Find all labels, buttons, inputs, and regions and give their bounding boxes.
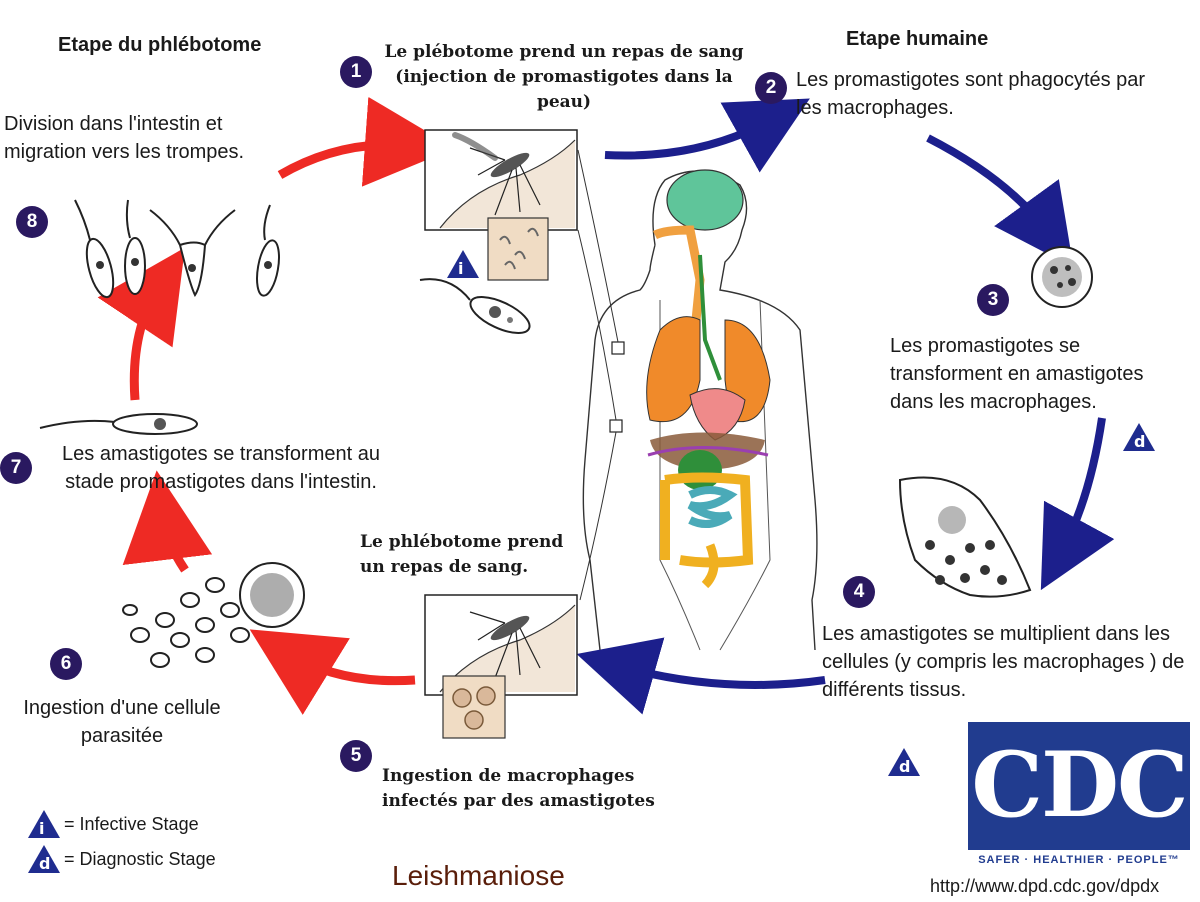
- dividing-promastigotes-icon: [74, 199, 280, 299]
- arrow-6-to-7: [122, 470, 213, 573]
- arrow-1-to-2: [604, 98, 810, 173]
- step-8-badge: 8: [16, 206, 48, 238]
- arrow-3-to-4: [1040, 417, 1115, 591]
- step-3-text: Les promastigotes se transforment en ama…: [890, 335, 1144, 413]
- blood-meal-2-text: Le phlébotome prend un repas de sang.: [360, 532, 564, 577]
- cdc-logo: CDC: [968, 722, 1190, 850]
- arrow-4-to-5: [576, 637, 826, 715]
- sandfly-icon: [452, 132, 541, 216]
- step-6-text: Ingestion d'une cellule parasitée: [23, 697, 221, 747]
- sandfly-panel-top: [424, 129, 578, 281]
- arrow-2-to-3: [926, 134, 1074, 268]
- step-4-badge: 4: [843, 576, 875, 608]
- cdc-logo-text: CDC: [971, 732, 1188, 838]
- macrophage-icon: [1031, 246, 1093, 308]
- step-1-badge: 1: [340, 56, 372, 88]
- step-5-badge: 5: [340, 740, 372, 772]
- amastigotes-icon: [122, 562, 305, 668]
- step-2-text: Les promastigotes sont phagocytés par le…: [796, 69, 1146, 119]
- sandfly-panel-bottom: [424, 594, 578, 739]
- diagnostic-stage-marker-1: d: [1123, 423, 1155, 451]
- arrow-5-to-6: [249, 629, 416, 715]
- legend-infective-icon: i: [28, 810, 60, 838]
- legend-diagnostic-icon: d: [28, 845, 60, 873]
- promastigote-stage7-icon: [39, 413, 198, 435]
- step-5-text: Ingestion de macrophages infectés par de…: [382, 766, 655, 811]
- source-url[interactable]: http://www.dpd.cdc.gov/dpdx: [930, 876, 1160, 896]
- legend-diagnostic-label: = Diagnostic Stage: [64, 849, 216, 869]
- step-2-badge: 2: [755, 72, 787, 104]
- legend-infective-label: = Infective Stage: [64, 814, 199, 834]
- step-3-badge: 3: [977, 284, 1009, 316]
- diagram-title: Leishmaniose: [392, 860, 565, 891]
- promastigote-icon: [419, 278, 531, 334]
- arrow-8-to-1: [277, 96, 455, 187]
- step-8-text: Division dans l'intestin et migration ve…: [4, 113, 245, 163]
- step-4-text: Les amastigotes se multiplient dans les …: [822, 623, 1185, 701]
- step-6-badge: 6: [50, 648, 82, 680]
- infective-stage-marker: i: [447, 250, 479, 278]
- infected-cell-icon: [898, 476, 1032, 598]
- cdc-tagline: SAFER · HEALTHIER · PEOPLE™: [978, 854, 1180, 866]
- sandfly-stage-heading: Etape du phlébotome: [58, 34, 262, 56]
- step-7-text: Les amastigotes se transforment au stade…: [62, 443, 380, 493]
- arrow-7-to-8: [97, 247, 185, 401]
- human-stage-heading: Etape humaine: [846, 28, 989, 50]
- human-body-illustration: [577, 149, 818, 651]
- step-1-text: Le plébotome prend un repas de sang (inj…: [384, 42, 744, 112]
- step-7-badge: 7: [0, 452, 32, 484]
- diagnostic-stage-marker-2: d: [888, 748, 920, 776]
